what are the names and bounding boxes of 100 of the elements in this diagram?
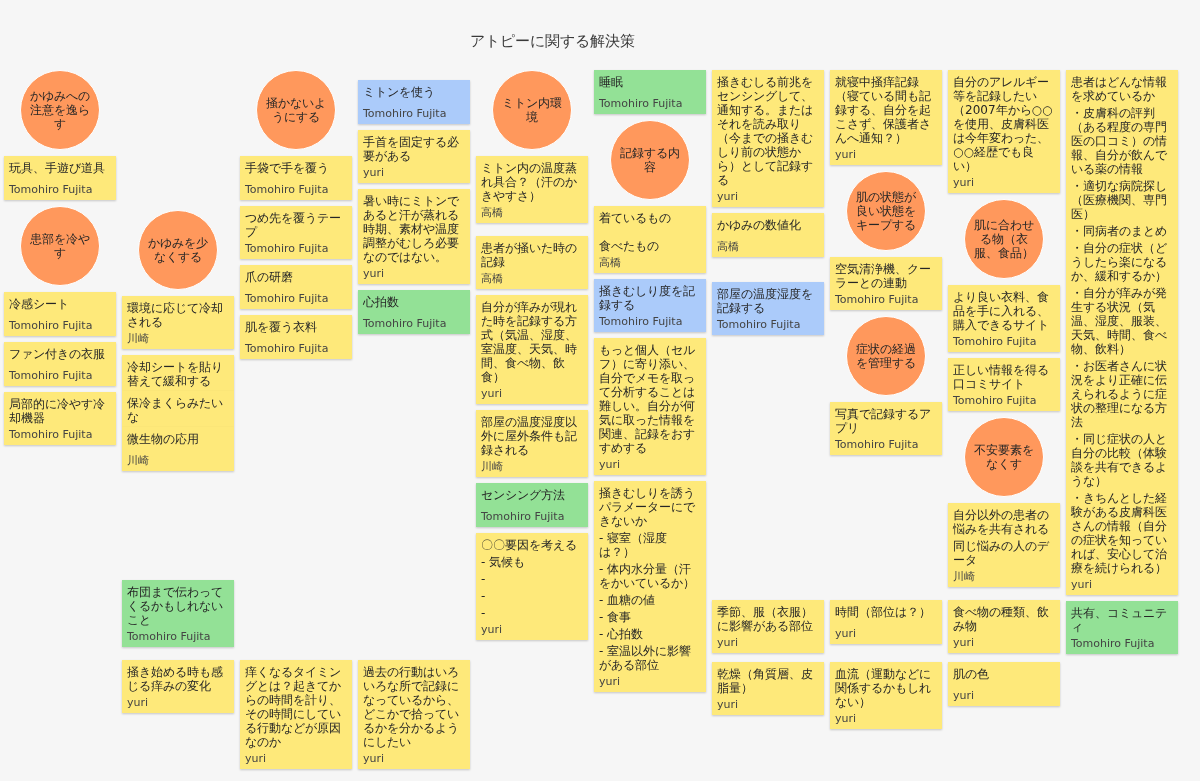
- author-name: 高橋: [599, 256, 621, 269]
- author-name: yuri: [363, 267, 385, 280]
- sticky-note: [122, 355, 234, 391]
- author-name: Tomohiro Fujita: [9, 369, 93, 382]
- author-name: yuri: [717, 636, 739, 649]
- note-text: 血流（運動などに関係するかもしれない）: [835, 667, 932, 709]
- sticky-note: [358, 660, 470, 769]
- sticky-note: [594, 70, 706, 114]
- note-text: 同じ悩みの人のデータ: [953, 539, 1050, 567]
- sticky-note: [948, 285, 1060, 352]
- note-text: 微生物の応用: [127, 432, 200, 446]
- author-name: yuri: [717, 698, 739, 711]
- note-text: ミトン内の温度蒸れ具合？（汗のかきやすさ）: [481, 161, 578, 203]
- note-text: 肌の色: [953, 667, 990, 681]
- author-name: Tomohiro Fujita: [9, 183, 93, 196]
- note-text: 正しい情報を得る口コミサイト: [953, 363, 1050, 391]
- author-name: Tomohiro Fujita: [953, 394, 1037, 407]
- note-text: 空気清浄機、クーラーとの連動: [835, 262, 932, 290]
- sticky-note: [476, 295, 588, 404]
- sticky-note: [358, 80, 470, 124]
- author-name: yuri: [1071, 578, 1093, 591]
- author-name: 川崎: [953, 570, 975, 583]
- sticky-note: [358, 189, 470, 284]
- author-name: yuri: [599, 458, 621, 471]
- note-text: 手首を固定する必要がある: [363, 135, 460, 163]
- sticky-note: [594, 481, 706, 692]
- note-text: 冷感シート: [9, 297, 70, 311]
- note-text: ・きちんとした経験がある皮膚科医さんの情報（自分の症状を知っていれば、安心して治療を続けられる）: [1071, 491, 1168, 575]
- sticky-note: [830, 662, 942, 729]
- note-text: -: [481, 572, 487, 586]
- author-name: Tomohiro Fujita: [245, 342, 329, 355]
- sticky-note: [712, 70, 824, 207]
- note-text: 掻きむしり度を記録する: [599, 284, 696, 312]
- note-text: - 心拍数: [599, 627, 645, 641]
- note-text: - 血糖の値: [599, 593, 657, 607]
- note-text: 季節、服（衣服）に影響がある部位: [717, 605, 814, 633]
- note-text: 部屋の温度湿度以外に屋外条件も記録される: [481, 415, 578, 457]
- author-name: 川崎: [127, 454, 149, 467]
- sticky-note: [476, 156, 588, 223]
- note-text: ミトンを使う: [363, 85, 436, 99]
- author-name: 高橋: [481, 272, 503, 285]
- topic-label: 記録する内容: [619, 146, 681, 174]
- note-text: ・お医者さんに状況をより正確に伝えられるように症状の整理になる方法: [1071, 359, 1168, 429]
- note-text: 自分以外の患者の悩みを共有される: [953, 508, 1050, 536]
- author-name: yuri: [245, 752, 267, 765]
- topic-label: かゆみを少なくする: [147, 236, 209, 264]
- sticky-note: [594, 279, 706, 332]
- note-text: より良い衣料、食品を手に入れる、購入できるサイト: [953, 290, 1050, 332]
- author-name: Tomohiro Fujita: [245, 242, 329, 255]
- sticky-note: [4, 342, 116, 386]
- topic-label: かゆみへの注意を逸らす: [29, 89, 91, 131]
- note-text: センシング方法: [481, 488, 566, 502]
- note-text: ・適切な病院探し（医療機関、専門医）: [1071, 179, 1168, 221]
- sticky-note: [594, 206, 706, 273]
- sticky-note: [712, 213, 824, 257]
- sticky-note: [358, 130, 470, 183]
- author-name: Tomohiro Fujita: [717, 318, 801, 331]
- sticky-note: [4, 156, 116, 200]
- sticky-note: [948, 358, 1060, 411]
- note-text: ファン付きの衣服: [9, 347, 106, 361]
- note-text: 食べ物の種類、飲み物: [953, 605, 1050, 633]
- author-name: yuri: [127, 696, 149, 709]
- topic-label: ミトン内環境: [501, 96, 563, 124]
- sticky-note: [830, 257, 942, 310]
- note-text: ・同病者のまとめ: [1071, 224, 1168, 238]
- note-text: ・自分の症状（どうしたら楽になるか、緩和するか）: [1071, 241, 1168, 283]
- author-name: yuri: [481, 623, 503, 636]
- note-text: ・皮膚科の評判（ある程度の専門医の口コミ）の情報、自分が飲んでいる薬の情報: [1071, 106, 1168, 176]
- topic-label: 肌の状態が良い状態をキープする: [855, 190, 917, 232]
- sticky-note: [240, 315, 352, 359]
- sticky-note: [830, 70, 942, 165]
- sticky-note: [830, 402, 942, 455]
- sticky-note: [1066, 601, 1178, 654]
- note-text: 暑い時にミトンであると汗が蒸れる時期、素材や温度調整がむしろ必要なのではない。: [363, 194, 460, 264]
- note-text: ・同じ症状の人と自分の比較（体験談を共有できるような）: [1071, 432, 1168, 488]
- note-text: -: [481, 606, 487, 620]
- author-name: yuri: [363, 752, 385, 765]
- note-text: 爪の研磨: [245, 270, 294, 284]
- note-text: かゆみの数値化: [717, 218, 802, 232]
- author-name: 川崎: [127, 332, 149, 345]
- note-text: 冷却シートを貼り替えて緩和する: [127, 360, 224, 388]
- note-text: - 体内水分量（汗をかいているか）: [599, 562, 696, 590]
- sticky-note: [358, 290, 470, 334]
- note-text: 心拍数: [363, 295, 400, 309]
- board-title: アトピーに関する解決策: [470, 32, 635, 51]
- note-text: 部屋の温度湿度を記録する: [717, 287, 814, 315]
- sticky-note: [594, 338, 706, 475]
- author-name: 川崎: [481, 460, 503, 473]
- note-text: 〇〇要因を考える: [481, 538, 578, 552]
- author-name: yuri: [599, 675, 621, 688]
- author-name: Tomohiro Fujita: [363, 107, 447, 120]
- note-text: 共有、コミュニティ: [1071, 606, 1168, 634]
- sticky-note: [948, 600, 1060, 653]
- sticky-note: [712, 600, 824, 653]
- sticky-note: [240, 660, 352, 769]
- sticky-note: [4, 392, 116, 445]
- sticky-note: [122, 580, 234, 647]
- topic-label: 不安要素をなくす: [973, 443, 1035, 471]
- note-text: 環境に応じて冷却される: [127, 301, 224, 329]
- sticky-note: [830, 600, 942, 644]
